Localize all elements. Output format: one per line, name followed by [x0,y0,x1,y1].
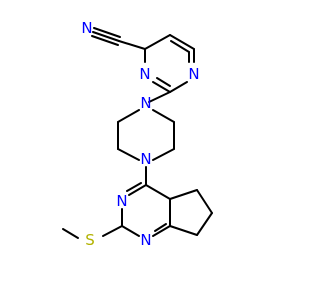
bond-cp-n1-c7a [152,225,171,237]
bond-nitrile-to-ring [118,40,146,50]
bond-c2-s [102,225,123,237]
bond-nitrile-triple-b [93,27,121,38]
bond-pyr-c2-n3-double [156,77,171,87]
bond-cp-c4-n3-double [126,182,142,192]
bond-pip-bottom-right [152,148,175,161]
atom-thioether-s: S [85,231,95,249]
bond-pip-bottom-left [117,148,140,161]
bond-pyr-n1-c2 [169,81,188,93]
atom-piperazine-n-top: N [140,94,151,112]
atom-labels: N N N N N N N S [81,19,199,249]
bond-cp-n1-c7a-double [154,223,167,232]
bond-cp-c4a-c5 [169,189,198,200]
bond-cp-c4a-c4 [145,184,171,200]
atom-pyrimidine-n-lower: N [139,65,150,83]
bond-cp-c2-n1 [121,225,140,237]
bond-pyr-c5-c6 [169,34,195,50]
bond-nitrile-triple-a [92,31,120,42]
bond-set [62,27,213,239]
bond-cp-c4-n3 [128,184,147,196]
bond-s-methyl [62,228,79,239]
bond-pyr-c5-c6-double [170,40,190,53]
atom-nitrile-n: N [81,19,92,37]
bond-pyr-to-piperazine [148,91,171,103]
bond-cp-c5-c6 [196,189,213,214]
atom-cp-pyrimidine-n-left: N [116,192,127,210]
atom-pyrimidine-n-upper: N [188,65,199,83]
bond-pyr-c4-c5 [144,34,171,50]
bond-pip-n-top-left [117,109,140,123]
atom-piperazine-n-bottom: N [140,150,151,168]
bond-nitrile-triple-c [91,35,119,46]
bond-pyr-c2-n3 [152,81,171,93]
bond-cp-c6-c7 [196,212,213,236]
bond-cp-c7-c7a [169,225,198,236]
atom-cp-pyrimidine-n-bottom: N [140,231,151,249]
bond-pip-n-top-right [152,109,175,123]
molecule-structure: N N N N N N N S [62,19,213,249]
